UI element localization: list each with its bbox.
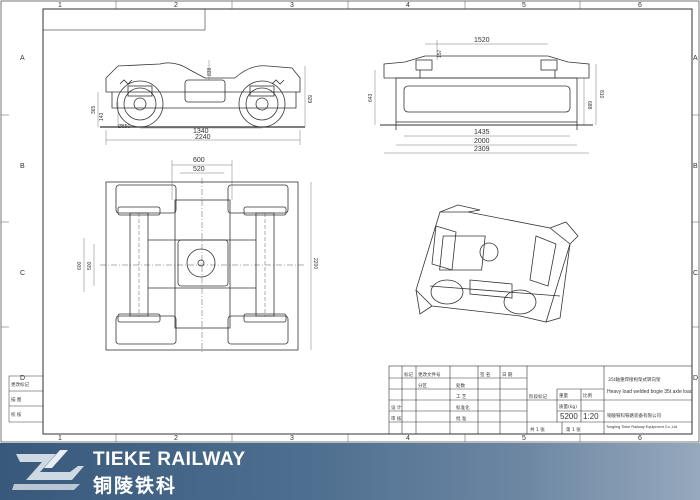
col-marker-bottom-1: 1 — [58, 435, 62, 442]
row-marker-c-right: C — [693, 270, 698, 277]
tb-process-label: 工 艺 — [456, 394, 467, 400]
tb-title-en: Heavy load welded bogie 35t axle load — [607, 389, 693, 395]
col-marker-bottom-2: 2 — [174, 435, 178, 442]
brand-name-en: TIEKE RAILWAY — [93, 449, 246, 470]
col-marker-5: 5 — [522, 2, 526, 9]
end-view-dimensions — [374, 40, 597, 154]
tb-weight-label: 重量 — [559, 392, 568, 399]
left-table-row2: 描 图 — [11, 396, 22, 403]
tb-stage-label: 阶段标记 — [529, 393, 547, 400]
dim-143: 143 — [99, 112, 105, 121]
tieke-logo-icon — [12, 450, 84, 490]
left-margin-table — [8, 375, 44, 423]
brand-banner — [0, 443, 700, 500]
dim-2240: 2240 — [195, 134, 211, 141]
plan-view-dimensions — [83, 160, 312, 350]
left-table-row1: 更改标记 — [11, 381, 29, 388]
row-marker-d-right: D — [693, 375, 698, 382]
tb-scale-label: 比例 — [583, 392, 592, 399]
dim-688: 688 — [586, 101, 592, 110]
tb-std-label: 标准化 — [456, 404, 470, 411]
col-marker-4: 4 — [406, 2, 410, 9]
dim-600-top: 600 — [193, 157, 205, 164]
dim-365: 365 — [91, 105, 97, 114]
top-column-markers — [115, 1, 581, 9]
row-marker-b: B — [20, 163, 25, 170]
tb-scale-value: 1:20 — [583, 412, 599, 421]
tb-approve-label: 批 准 — [456, 415, 467, 422]
row-marker-b-right: B — [693, 163, 698, 170]
col-marker-bottom-6: 6 — [638, 435, 642, 442]
side-view — [100, 62, 305, 128]
dim-2200: 2200 — [312, 258, 318, 269]
isometric-view — [415, 204, 579, 323]
end-view — [380, 55, 593, 130]
col-marker-bottom-4: 4 — [406, 435, 410, 442]
tb-company-en: Tongling Tieke Railway Equipment Co.,Ltd — [606, 425, 677, 429]
row-marker-ticks — [1, 114, 699, 328]
tb-mark-label: 标记 — [404, 371, 413, 378]
col-marker-1: 1 — [58, 2, 62, 9]
dim-500-left: 500 — [87, 261, 93, 270]
dim-829: 829 — [306, 95, 312, 104]
tb-revision-label: 更改文件号 — [418, 371, 441, 378]
tb-company-cn: 铜陵铁科铁路装备有限公司 — [607, 412, 661, 419]
col-marker-6: 6 — [638, 2, 642, 9]
row-marker-a: A — [20, 55, 25, 62]
tb-signature-label: 签 名 — [480, 371, 490, 378]
tb-zone-label: 分区 — [418, 382, 427, 389]
col-marker-bottom-5: 5 — [522, 435, 526, 442]
tb-date-label: 日 期 — [502, 372, 513, 378]
dim-2000: 2000 — [474, 138, 490, 145]
dim-wheel-dia: Ø850 — [118, 124, 130, 130]
dim-1520: 1520 — [474, 37, 490, 44]
tb-title-cn: 35t轴重焊接构架式转向架 — [608, 376, 661, 383]
row-marker-d: D — [20, 375, 25, 382]
dim-643: 643 — [368, 93, 374, 102]
tb-mass-label: 质量(kg) — [559, 403, 577, 410]
tb-sheet-total: 共 1 张 — [530, 426, 545, 433]
dim-1340: 1340 — [193, 128, 209, 135]
col-marker-bottom-3: 3 — [290, 435, 294, 442]
brand-name-cn: 铜陵铁科 — [93, 475, 178, 497]
dim-1435: 1435 — [474, 129, 490, 136]
side-view-dimensions — [97, 60, 306, 145]
engineering-drawing-sheet: 1 2 3 4 5 6 1 2 3 4 5 6 A B C D A B C D … — [0, 0, 700, 443]
row-marker-c: C — [20, 270, 25, 277]
dim-810: 810 — [598, 90, 604, 99]
dim-2309: 2309 — [474, 146, 490, 153]
dim-520-top: 520 — [193, 166, 205, 173]
drawing-number-box — [42, 8, 206, 31]
tb-design-label: 设 计 — [391, 404, 402, 411]
row-marker-a-right: A — [693, 55, 698, 62]
col-marker-3: 3 — [290, 2, 294, 9]
bottom-column-markers — [115, 434, 581, 442]
plan-view — [100, 178, 305, 352]
dim-600-left: 600 — [77, 261, 83, 270]
col-marker-2: 2 — [174, 2, 178, 9]
tb-check-label: 审 核 — [391, 415, 402, 422]
tb-count-label: 处数 — [456, 382, 465, 389]
left-table-row3: 校 核 — [11, 411, 22, 418]
tb-sheet-no: 第 1 张 — [566, 426, 581, 433]
dim-157: 157 — [437, 49, 443, 58]
tb-weight-value: 5200 — [560, 412, 578, 421]
title-block — [388, 365, 693, 435]
dim-838: 838 — [207, 67, 213, 76]
